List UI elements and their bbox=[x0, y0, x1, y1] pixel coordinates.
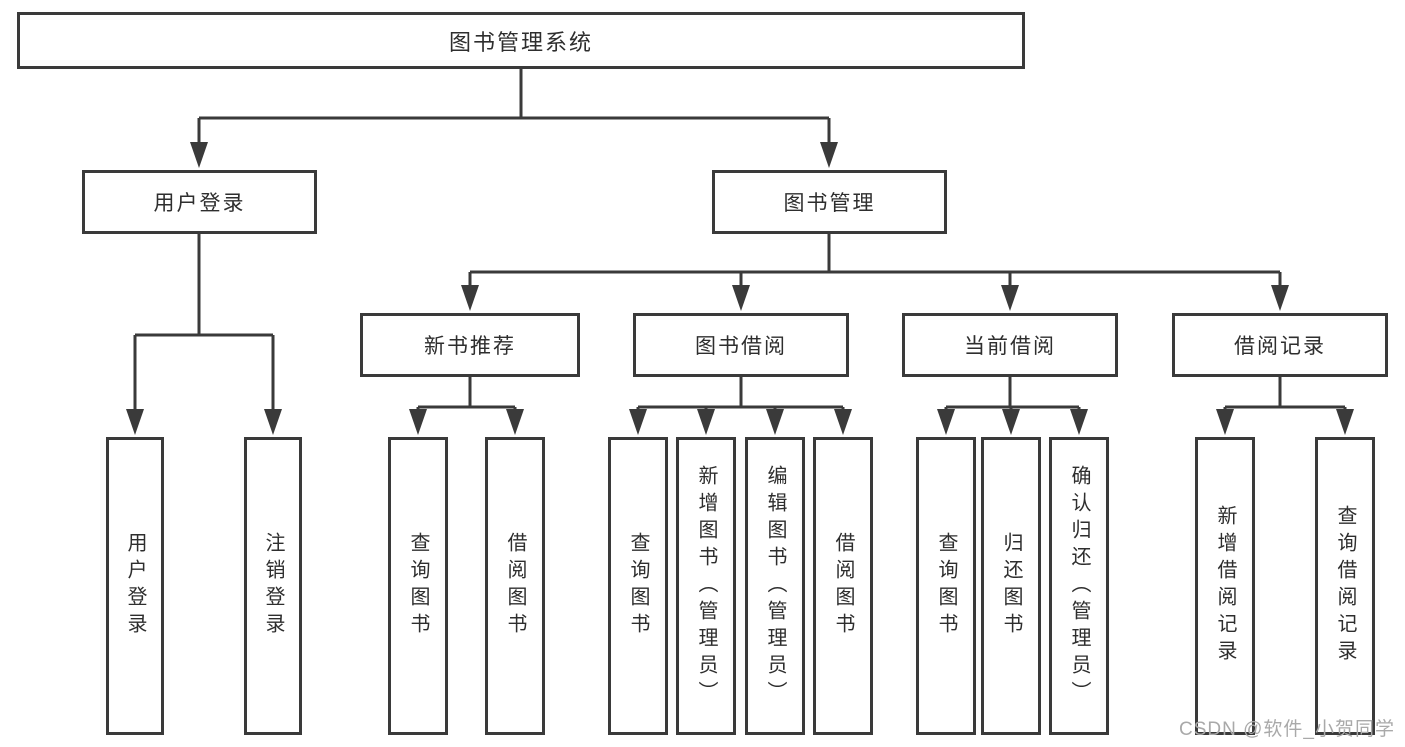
leaf-search-borrow-record-label: 查询借阅记录 bbox=[1334, 505, 1356, 667]
leaf-return-books-label: 归还图书 bbox=[1000, 532, 1022, 640]
node-book-management-label: 图书管理 bbox=[783, 192, 876, 215]
leaf-logout-label: 注销登录 bbox=[262, 532, 284, 640]
leaf-search-borrow-record: 查询借阅记录 bbox=[1315, 437, 1375, 735]
leaf-user-login: 用户登录 bbox=[106, 437, 164, 735]
leaf-add-borrow-record-label: 新增借阅记录 bbox=[1214, 505, 1236, 667]
leaf-user-login-label: 用户登录 bbox=[124, 532, 146, 640]
node-current-borrowing: 当前借阅 bbox=[902, 313, 1118, 377]
leaf-edit-books-admin: 编辑图书（管理员） bbox=[745, 437, 805, 735]
leaf-return-books: 归还图书 bbox=[981, 437, 1041, 735]
leaf-add-books-admin-label: 新增图书（管理员） bbox=[695, 464, 717, 708]
node-user-login: 用户登录 bbox=[82, 170, 317, 234]
node-book-borrowing-label: 图书借阅 bbox=[695, 335, 787, 358]
leaf-borrow-books-recommend: 借阅图书 bbox=[485, 437, 545, 735]
node-root-label: 图书管理系统 bbox=[448, 29, 593, 55]
leaf-logout: 注销登录 bbox=[244, 437, 302, 735]
leaf-confirm-return-admin-label: 确认归还（管理员） bbox=[1068, 464, 1090, 708]
node-root: 图书管理系统 bbox=[17, 12, 1025, 69]
leaf-add-borrow-record: 新增借阅记录 bbox=[1195, 437, 1255, 735]
leaf-search-books-current: 查询图书 bbox=[916, 437, 976, 735]
leaf-search-books-recommend-label: 查询图书 bbox=[407, 532, 429, 640]
leaf-search-books-recommend: 查询图书 bbox=[388, 437, 448, 735]
node-user-login-label: 用户登录 bbox=[153, 192, 246, 215]
leaf-edit-books-admin-label: 编辑图书（管理员） bbox=[764, 464, 786, 708]
leaf-search-books-current-label: 查询图书 bbox=[935, 532, 957, 640]
node-borrowing-records: 借阅记录 bbox=[1172, 313, 1388, 377]
node-book-management: 图书管理 bbox=[712, 170, 947, 234]
leaf-borrow-books-borrowing-label: 借阅图书 bbox=[832, 532, 854, 640]
leaf-confirm-return-admin: 确认归还（管理员） bbox=[1049, 437, 1109, 735]
leaf-search-books-borrowing: 查询图书 bbox=[608, 437, 668, 735]
node-borrowing-records-label: 借阅记录 bbox=[1234, 335, 1326, 358]
leaf-add-books-admin: 新增图书（管理员） bbox=[676, 437, 736, 735]
node-book-borrowing: 图书借阅 bbox=[633, 313, 849, 377]
leaf-borrow-books-recommend-label: 借阅图书 bbox=[504, 532, 526, 640]
leaf-borrow-books-borrowing: 借阅图书 bbox=[813, 437, 873, 735]
node-current-borrowing-label: 当前借阅 bbox=[964, 335, 1056, 358]
leaf-search-books-borrowing-label: 查询图书 bbox=[627, 532, 649, 640]
node-new-book-recommendation-label: 新书推荐 bbox=[424, 335, 516, 358]
node-new-book-recommendation: 新书推荐 bbox=[360, 313, 580, 377]
watermark: CSDN @软件_小贺同学 bbox=[1179, 719, 1395, 740]
arrowheads bbox=[126, 142, 1354, 435]
